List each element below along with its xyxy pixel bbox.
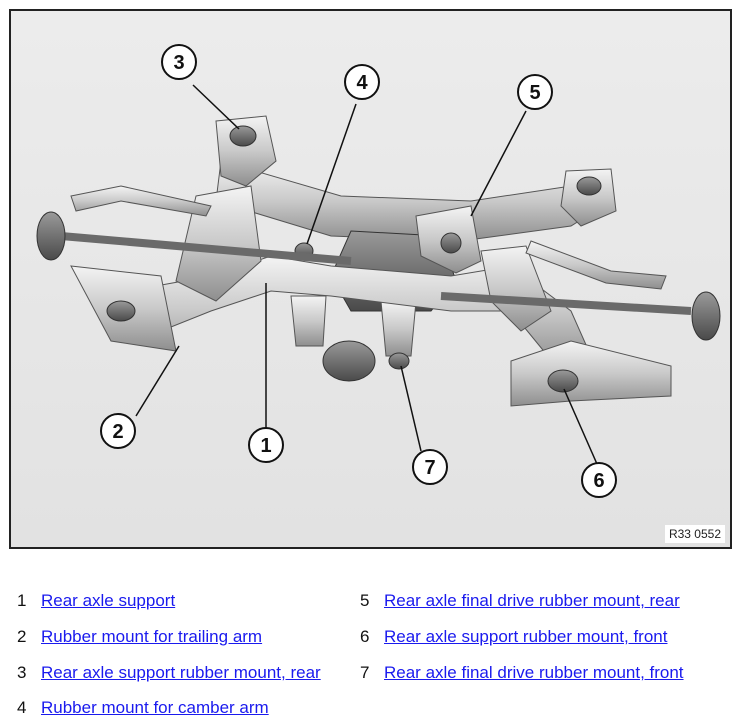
callout-4: 4 xyxy=(344,64,380,100)
link-rubber-mount-camber-arm[interactable]: Rubber mount for camber arm xyxy=(41,698,269,717)
legend-item-7: 7 Rear axle final drive rubber mount, fro… xyxy=(360,663,684,683)
left-upper-arm xyxy=(70,185,212,217)
svg-text:3: 3 xyxy=(173,52,184,74)
legend-number: 5 xyxy=(360,591,370,610)
right-trailing-arm xyxy=(510,340,672,407)
rubber-mount-rear-left xyxy=(229,125,257,147)
callout-2: 2 xyxy=(100,413,136,449)
svg-text:4: 4 xyxy=(356,72,368,94)
leader-lines xyxy=(135,84,598,465)
legend-item-4: 4 Rubber mount for camber arm xyxy=(17,698,269,718)
link-final-drive-mount-front[interactable]: Rear axle final drive rubber mount, fron… xyxy=(384,663,684,682)
front-right-mount xyxy=(547,369,579,393)
legend-item-6: 6 Rear axle support rubber mount, front xyxy=(360,627,667,647)
left-drive-shaft xyxy=(60,232,352,265)
diagram-figure: 1 2 3 4 5 6 7 R33 0552 xyxy=(9,9,732,549)
callout-1: 1 xyxy=(248,427,284,463)
legend-item-2: 2 Rubber mount for trailing arm xyxy=(17,627,262,647)
rear-right-mount-tower xyxy=(560,168,617,227)
legend-number: 6 xyxy=(360,627,370,646)
right-side-member xyxy=(480,245,552,332)
legend-item-5: 5 Rear axle final drive rubber mount, rea… xyxy=(360,591,680,611)
rubber-mount-rear-right xyxy=(576,176,602,196)
callout-5: 5 xyxy=(517,74,553,110)
front-left-bracket xyxy=(290,295,327,347)
svg-text:2: 2 xyxy=(112,421,123,443)
link-rear-axle-support-mount-front[interactable]: Rear axle support rubber mount, front xyxy=(384,627,668,646)
link-rear-axle-support[interactable]: Rear axle support xyxy=(41,591,176,610)
left-wheel-hub xyxy=(36,211,66,261)
trailing-arm-mount xyxy=(106,300,136,322)
legend-item-3: 3 Rear axle support rubber mount, rear xyxy=(17,663,321,683)
right-upper-arm xyxy=(525,240,667,290)
legend-number: 1 xyxy=(17,591,27,610)
legend-item-1: 1 Rear axle support xyxy=(17,591,175,611)
svg-text:7: 7 xyxy=(424,457,435,479)
callout-3: 3 xyxy=(161,44,197,80)
link-rear-axle-support-mount-rear[interactable]: Rear axle support rubber mount, rear xyxy=(41,663,321,682)
svg-text:6: 6 xyxy=(593,470,604,492)
rear-crossmember xyxy=(215,160,613,242)
link-rubber-mount-trailing-arm[interactable]: Rubber mount for trailing arm xyxy=(41,627,263,646)
link-final-drive-mount-rear[interactable]: Rear axle final drive rubber mount, rear xyxy=(384,591,680,610)
final-drive-cover xyxy=(322,340,376,382)
final-drive-mount-rear xyxy=(440,232,462,254)
callout-6: 6 xyxy=(581,462,617,498)
rear-axle-illustration: 1 2 3 4 5 6 7 xyxy=(36,44,721,498)
legend-number: 4 xyxy=(17,698,27,717)
figure-reference-code: R33 0552 xyxy=(664,525,725,543)
right-drive-shaft xyxy=(440,292,692,315)
callout-7: 7 xyxy=(412,449,448,485)
legend-number: 3 xyxy=(17,663,27,682)
final-drive-mount-front xyxy=(388,352,410,370)
right-wheel-hub xyxy=(691,291,721,341)
final-drive-front-bracket xyxy=(380,300,417,357)
legend-number: 2 xyxy=(17,627,27,646)
svg-text:5: 5 xyxy=(529,82,540,104)
svg-text:1: 1 xyxy=(260,435,271,457)
legend-number: 7 xyxy=(360,663,370,682)
